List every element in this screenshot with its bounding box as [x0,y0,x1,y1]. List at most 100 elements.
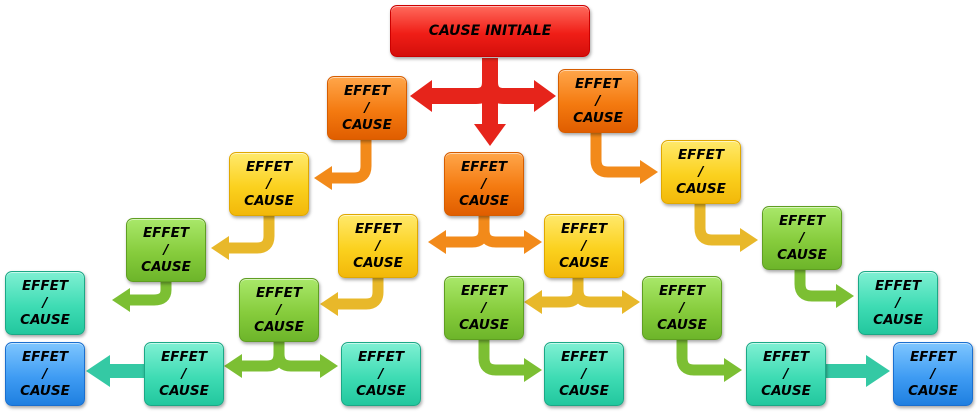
effect-cause-box: EFFET / CAUSE [341,342,421,406]
node-slash: / [378,365,384,382]
node-cause: CAUSE [141,258,191,275]
arrowhead [428,230,446,254]
node-slash: / [481,175,487,192]
node-slash: / [181,365,187,382]
effect-cause-box: EFFET / CAUSE [858,271,938,335]
node-effet: EFFET [160,348,208,365]
node-cause: CAUSE [873,311,923,328]
arrowhead-teal-to-blue-right [866,355,890,387]
arrow-orange-left-to-yellow [330,140,372,184]
arrowhead [314,166,332,190]
node-effet: EFFET [142,224,190,241]
effect-cause-box: EFFET / CAUSE [444,276,524,340]
node-slash: / [595,92,601,109]
node-cause: CAUSE [559,382,609,399]
arrowhead [112,288,130,312]
arrowhead [524,358,542,382]
effect-cause-box: EFFET / CAUSE [5,271,85,335]
node-cause: CAUSE [459,192,509,209]
effect-cause-box: EFFET / CAUSE [126,218,206,282]
arrowhead [524,290,542,314]
arrowhead [724,358,742,382]
node-effet: EFFET [460,158,508,175]
effect-cause-box: EFFET / CAUSE [338,214,418,278]
effect-cause-box: EFFET / CAUSE [746,342,826,406]
node-slash: / [481,299,487,316]
node-slash: / [783,365,789,382]
arrow-orange-center-split-left [444,216,490,248]
node-slash: / [930,365,936,382]
node-effet: EFFET [343,82,391,99]
arrowhead [524,230,542,254]
node-effet: EFFET [874,277,922,294]
node-slash: / [266,175,272,192]
arrowhead-teal-to-blue-left [86,355,110,387]
effect-cause-box: EFFET / CAUSE [5,342,85,406]
node-slash: / [42,294,48,311]
node-cause: CAUSE [254,318,304,335]
arrowhead [640,160,658,184]
node-cause: CAUSE [573,109,623,126]
arrowhead [211,236,229,260]
arrow-green-right-down [794,270,838,302]
node-slash: / [581,365,587,382]
node-cause: CAUSE [459,316,509,333]
effect-cause-box: EFFET / CAUSE [327,76,407,140]
arrow-yellow-mid-left-down [336,278,384,310]
node-cause: CAUSE [20,382,70,399]
node-slash: / [276,301,282,318]
node-cause: CAUSE [159,382,209,399]
arrow-green-mid-split-right [273,342,322,372]
node-effet: EFFET [658,282,706,299]
node-cause: CAUSE [657,316,707,333]
effect-cause-box: EFFET / CAUSE [144,342,224,406]
node-cause: CAUSE [356,382,406,399]
arrow-yellow-right-down [694,204,742,246]
node-slash: / [698,163,704,180]
node-slash: / [679,299,685,316]
arrow-orange-right-to-yellow [590,133,642,178]
arrow-green-right2-down [676,340,726,376]
effect-cause-box: EFFET / CAUSE [229,152,309,216]
arrow-green-center-down [478,340,526,376]
node-slash: / [895,294,901,311]
node-cause: CAUSE [777,246,827,263]
node-slash: / [799,229,805,246]
node-slash: / [42,365,48,382]
effect-cause-box: EFFET / CAUSE [762,206,842,270]
node-effet: EFFET [560,220,608,237]
node-slash: / [375,237,381,254]
node-cause: CAUSE [353,254,403,271]
node-effet: EFFET [677,146,725,163]
node-effet: EFFET [21,277,69,294]
arrow-green-mid-split-left [240,342,285,372]
arrow-yellow-mid-right-split-right [572,278,624,308]
node-effet: EFFET [21,348,69,365]
node-cause: CAUSE [559,254,609,271]
node-cause: CAUSE [342,116,392,133]
arrow-teal-to-blue-left-shaft [108,364,146,378]
effect-cause-box: EFFET / CAUSE [444,152,524,216]
node-effet: EFFET [778,212,826,229]
arrowhead-root-left [410,80,432,112]
node-slash: / [163,241,169,258]
effect-cause-box: EFFET / CAUSE [661,140,741,204]
arrow-green-left-down [128,282,172,306]
effect-cause-box: EFFET / CAUSE [239,278,319,342]
node-cause: CAUSE [761,382,811,399]
arrowhead [224,354,242,378]
node-slash: / [581,237,587,254]
node-cause: CAUSE [908,382,958,399]
arrowhead [836,284,854,308]
arrowhead [740,228,758,252]
arrow-yellow-mid-right-split-left [540,278,584,308]
node-cause: CAUSE [20,311,70,328]
node-cause: CAUSE [676,180,726,197]
effect-cause-box: EFFET / CAUSE [642,276,722,340]
effect-cause-box: EFFET / CAUSE [544,342,624,406]
node-effet: EFFET [762,348,810,365]
node-effet: EFFET [909,348,957,365]
node-effet: EFFET [460,282,508,299]
